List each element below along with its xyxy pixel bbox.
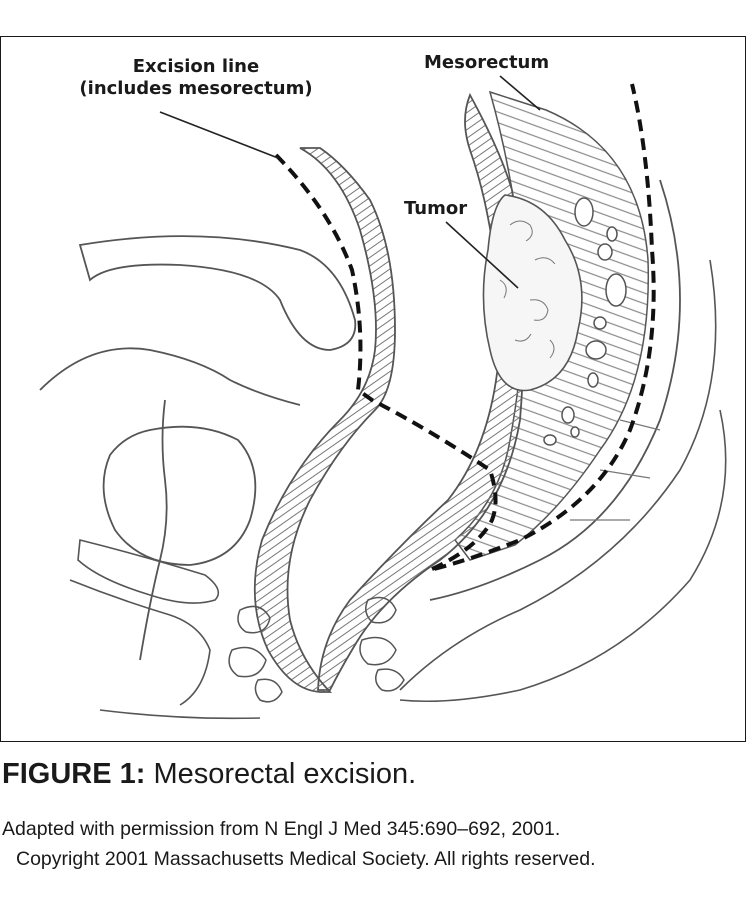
bladder [78, 235, 357, 351]
excision-line-label: Excision line (includes mesorectum) [78, 56, 314, 100]
excision-label-line2: (includes mesorectum) [79, 78, 313, 99]
excision-line [274, 83, 656, 572]
tumor-leader [445, 221, 519, 289]
excision-leader [159, 111, 279, 159]
mesorectum-leader [499, 75, 541, 111]
credit-text: Adapted with permission from N Engl J Me… [2, 814, 748, 874]
tumor-label: Tumor [404, 198, 468, 219]
anatomy-illustration [39, 75, 727, 720]
sphincter-muscles [228, 596, 405, 703]
anterior-rectal-wall [253, 147, 396, 693]
excision-label-line1: Excision line [132, 56, 260, 77]
figure-number: FIGURE 1: [2, 758, 146, 790]
mesorectal-nodes [543, 197, 627, 446]
tumor-mass [482, 194, 583, 392]
mesorectum-label: Mesorectum [424, 52, 550, 73]
sacrum [429, 179, 681, 601]
figure-title: Mesorectal excision. [145, 758, 417, 790]
prostate [102, 425, 257, 566]
credit-line2: Copyright 2001 Massachusetts Medical Soc… [16, 848, 596, 870]
credit-line1: Adapted with permission from N Engl J Me… [2, 818, 561, 840]
figure-caption: FIGURE 1: Mesorectal excision. [2, 758, 416, 791]
